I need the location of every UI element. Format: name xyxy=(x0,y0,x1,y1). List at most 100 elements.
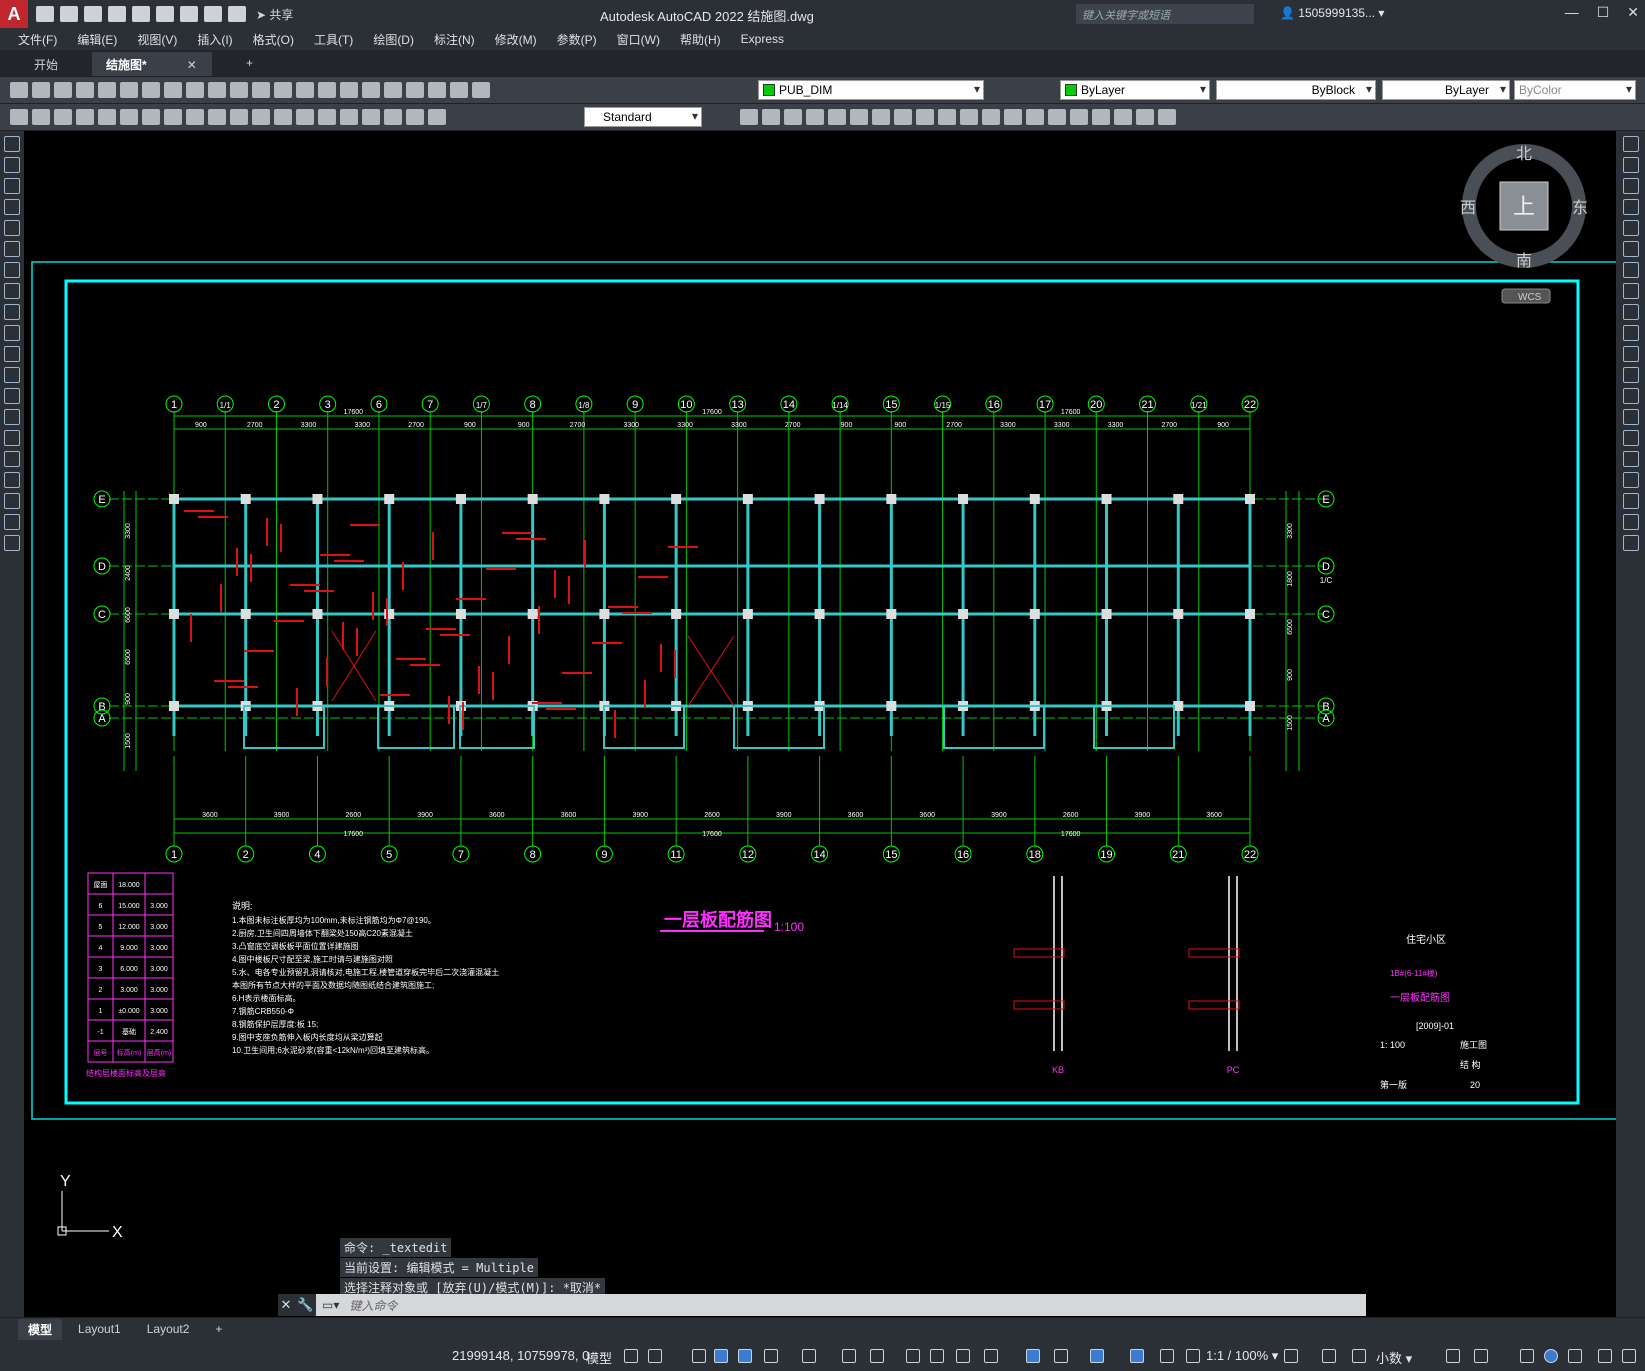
publish-icon[interactable] xyxy=(120,82,138,98)
tool-icon[interactable] xyxy=(1622,178,1639,194)
extend-icon[interactable] xyxy=(938,109,956,125)
share-button[interactable]: ➤ 共享 xyxy=(256,7,294,22)
hardware-acceleration-icon[interactable] xyxy=(1544,1349,1558,1363)
tool-icon[interactable] xyxy=(1622,283,1639,299)
fillet-icon[interactable] xyxy=(1026,109,1044,125)
tool-icon[interactable] xyxy=(1622,262,1639,278)
preview-icon[interactable] xyxy=(98,82,116,98)
tool-icon[interactable] xyxy=(1622,199,1639,215)
tool-icon[interactable] xyxy=(1622,157,1639,173)
tool-icon[interactable] xyxy=(4,178,20,194)
new-icon[interactable] xyxy=(10,82,28,98)
layer-properties-icon[interactable] xyxy=(472,82,490,98)
tool-icon[interactable] xyxy=(4,304,20,320)
gizmo-icon[interactable] xyxy=(1090,1349,1104,1363)
annotation-scale-icon[interactable] xyxy=(1186,1349,1200,1363)
tool-icon[interactable] xyxy=(4,409,20,425)
ortho-icon[interactable] xyxy=(738,1349,752,1363)
save-icon[interactable] xyxy=(54,82,72,98)
tab-start[interactable]: 开始 xyxy=(34,58,59,72)
dynamic-input-icon[interactable] xyxy=(714,1349,728,1363)
tool-icon[interactable] xyxy=(4,157,20,173)
close-tab-icon[interactable]: ✕ xyxy=(186,58,197,72)
color-dropdown[interactable]: ByLayer xyxy=(1060,80,1210,100)
arc-length-icon[interactable] xyxy=(54,109,72,125)
redo-icon[interactable] xyxy=(252,82,270,98)
object-snap-icon[interactable] xyxy=(870,1349,884,1363)
hatch-icon[interactable] xyxy=(1158,109,1176,125)
viewcube-west[interactable]: 西 xyxy=(1460,200,1476,217)
units-icon[interactable] xyxy=(1352,1349,1366,1363)
new-icon[interactable] xyxy=(36,6,54,22)
copy-object-icon[interactable] xyxy=(762,109,780,125)
tool-icon[interactable] xyxy=(4,199,20,215)
tool-icon[interactable] xyxy=(1622,388,1639,404)
save-icon[interactable] xyxy=(84,6,102,22)
plot-icon[interactable] xyxy=(76,82,94,98)
tool-icon[interactable] xyxy=(4,493,20,509)
tool-icon[interactable] xyxy=(4,472,20,488)
tool-icon[interactable] xyxy=(1622,304,1639,320)
snap-icon[interactable] xyxy=(648,1349,662,1363)
design-center-icon[interactable] xyxy=(384,82,402,98)
tool-icon[interactable] xyxy=(1622,220,1639,236)
tool-icon[interactable] xyxy=(4,262,20,278)
dimstyle-dropdown[interactable]: Standard xyxy=(584,107,702,127)
tool-icon[interactable] xyxy=(4,241,20,257)
isolate-objects-icon[interactable] xyxy=(1520,1349,1534,1363)
layer-dropdown[interactable]: PUB_DIM xyxy=(758,80,984,100)
dim-text-edit-icon[interactable] xyxy=(406,109,424,125)
customization-icon[interactable] xyxy=(1598,1349,1612,1363)
center-mark-icon[interactable] xyxy=(318,109,336,125)
tool-icon[interactable] xyxy=(1622,346,1639,362)
tab-drawing[interactable]: 结施图*✕ xyxy=(92,52,213,76)
menu-item[interactable]: 窗口(W) xyxy=(616,32,660,47)
redo-icon[interactable] xyxy=(228,6,246,22)
new-tab-button[interactable]: + xyxy=(246,56,254,70)
menu-item[interactable]: 参数(P) xyxy=(556,32,597,47)
menu-item[interactable]: 修改(M) xyxy=(494,32,537,47)
aligned-dim-icon[interactable] xyxy=(32,109,50,125)
tool-icon[interactable] xyxy=(4,220,20,236)
tool-icon[interactable] xyxy=(4,514,20,530)
clean-screen-icon[interactable] xyxy=(1568,1349,1582,1363)
array-icon[interactable] xyxy=(828,109,846,125)
close-button[interactable]: ✕ xyxy=(1627,4,1639,20)
tool-icon[interactable] xyxy=(1622,451,1639,467)
paste-icon[interactable] xyxy=(186,82,204,98)
viewcube[interactable]: 上 北 南 东 西 WCS xyxy=(1460,144,1588,304)
stretch-icon[interactable] xyxy=(894,109,912,125)
selection-cycling-icon[interactable] xyxy=(956,1349,970,1363)
angular-icon[interactable] xyxy=(164,109,182,125)
insert-icon[interactable] xyxy=(1114,109,1132,125)
linear-dim-icon[interactable] xyxy=(10,109,28,125)
save-web-icon[interactable] xyxy=(156,6,174,22)
object-snap-tracking-icon[interactable] xyxy=(842,1349,856,1363)
region-icon[interactable] xyxy=(1136,109,1154,125)
infer-constraints-icon[interactable] xyxy=(692,1349,706,1363)
open-icon[interactable] xyxy=(32,82,50,98)
menu-item[interactable]: 工具(T) xyxy=(313,32,354,47)
offset-icon[interactable] xyxy=(806,109,824,125)
annotation-monitor-icon[interactable] xyxy=(1322,1349,1336,1363)
lineweight-dropdown[interactable]: ByLayer xyxy=(1382,80,1510,100)
search-input[interactable]: 键入关键字或短语 xyxy=(1076,4,1254,24)
viewcube-east[interactable]: 东 xyxy=(1572,199,1588,217)
radius-icon[interactable] xyxy=(98,109,116,125)
lineweight-icon[interactable] xyxy=(906,1349,920,1363)
viewcube-north[interactable]: 北 xyxy=(1516,145,1532,163)
tool-icon[interactable] xyxy=(4,535,20,551)
tool-icon[interactable] xyxy=(4,325,20,341)
viewcube-south[interactable]: 南 xyxy=(1516,252,1532,270)
add-layout-button[interactable]: + xyxy=(215,1322,223,1336)
dim-update-icon[interactable] xyxy=(428,109,446,125)
menu-item[interactable]: 帮助(H) xyxy=(679,32,721,47)
chamfer-icon[interactable] xyxy=(1004,109,1022,125)
tab-model[interactable]: 模型 xyxy=(18,1318,63,1340)
menu-item[interactable]: 编辑(E) xyxy=(77,32,118,47)
tool-icon[interactable] xyxy=(1622,493,1639,509)
tool-icon[interactable] xyxy=(1622,472,1639,488)
jogged-linear-icon[interactable] xyxy=(362,109,380,125)
calculator-icon[interactable] xyxy=(428,82,446,98)
